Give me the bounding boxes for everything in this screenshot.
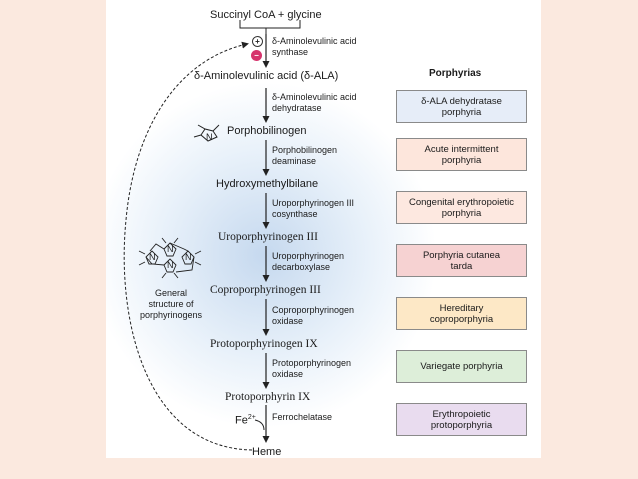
porphyrinogen-nitrogen-top: N	[167, 244, 174, 254]
porphyria-box: Erythropoietic protoporphyria	[396, 403, 527, 436]
molecule-protoporphyrin: Protoporphyrin IX	[225, 391, 311, 403]
porphyria-label: δ-ALA dehydratase porphyria	[421, 95, 502, 118]
porphyrinogen-nitrogen-right: N	[185, 252, 192, 262]
porphyria-box: Hereditary coproporphyria	[396, 297, 527, 330]
porphyria-box: Porphyria cutanea tarda	[396, 244, 527, 277]
porphyria-box: δ-ALA dehydratase porphyria	[396, 90, 527, 123]
negative-regulation-sign: −	[251, 50, 262, 61]
enzyme-ferrochelatase: Ferrochelatase	[272, 412, 333, 422]
iron-entry-curve	[254, 419, 265, 431]
molecule-uroporphyrinogen: Uroporphyrinogen III	[218, 231, 318, 243]
porphyria-box: Acute intermittent porphyria	[396, 138, 527, 171]
heme-feedback-arc	[123, 41, 253, 451]
porphyria-label: Variegate porphyria	[420, 361, 503, 372]
diagram-panel: + − Succinyl CoA + glycine δ-Aminolevuli…	[106, 0, 541, 458]
molecule-porphobilinogen: Porphobilinogen	[227, 125, 307, 137]
porphyria-label: Porphyria cutanea tarda	[422, 249, 501, 272]
porphyria-box: Variegate porphyria	[396, 350, 527, 383]
substrates-label: Succinyl CoA + glycine	[210, 9, 322, 21]
porphyria-label: Erythropoietic protoporphyria	[430, 408, 493, 431]
substrate-bracket	[239, 20, 301, 34]
molecule-coproporphyrinogen: Coproporphyrinogen III	[210, 284, 321, 296]
porphyrinogen-nitrogen-bottom: N	[167, 260, 174, 270]
molecule-hydroxymethylbilane: Hydroxymethylbilane	[216, 178, 319, 190]
molecule-protoporphyrinogen: Protoporphyrinogen IX	[210, 338, 318, 350]
porphyria-box: Congenital erythropoietic porphyria	[396, 191, 527, 224]
pyrrole-ring	[193, 124, 220, 142]
molecule-heme: Heme	[252, 446, 282, 458]
porphyrias-heading: Porphyrias	[429, 68, 482, 79]
porphyrinogen-nitrogen-left: N	[149, 252, 156, 262]
porphyria-label: Congenital erythropoietic porphyria	[408, 196, 515, 219]
molecule-ala: δ-Aminolevulinic acid (δ-ALA)	[194, 70, 339, 82]
porphyrinogen-structure	[138, 237, 202, 279]
iron-label: Fe2+	[235, 414, 256, 427]
porphyrinogen-caption: General structure of porphyrinogens	[139, 288, 203, 320]
positive-regulation-sign: +	[252, 36, 263, 47]
porphyria-label: Acute intermittent porphyria	[424, 143, 499, 166]
porphyria-label: Hereditary coproporphyria	[429, 302, 494, 325]
pyrrole-nitrogen: N	[206, 132, 213, 142]
pathway-graphics	[123, 20, 301, 451]
